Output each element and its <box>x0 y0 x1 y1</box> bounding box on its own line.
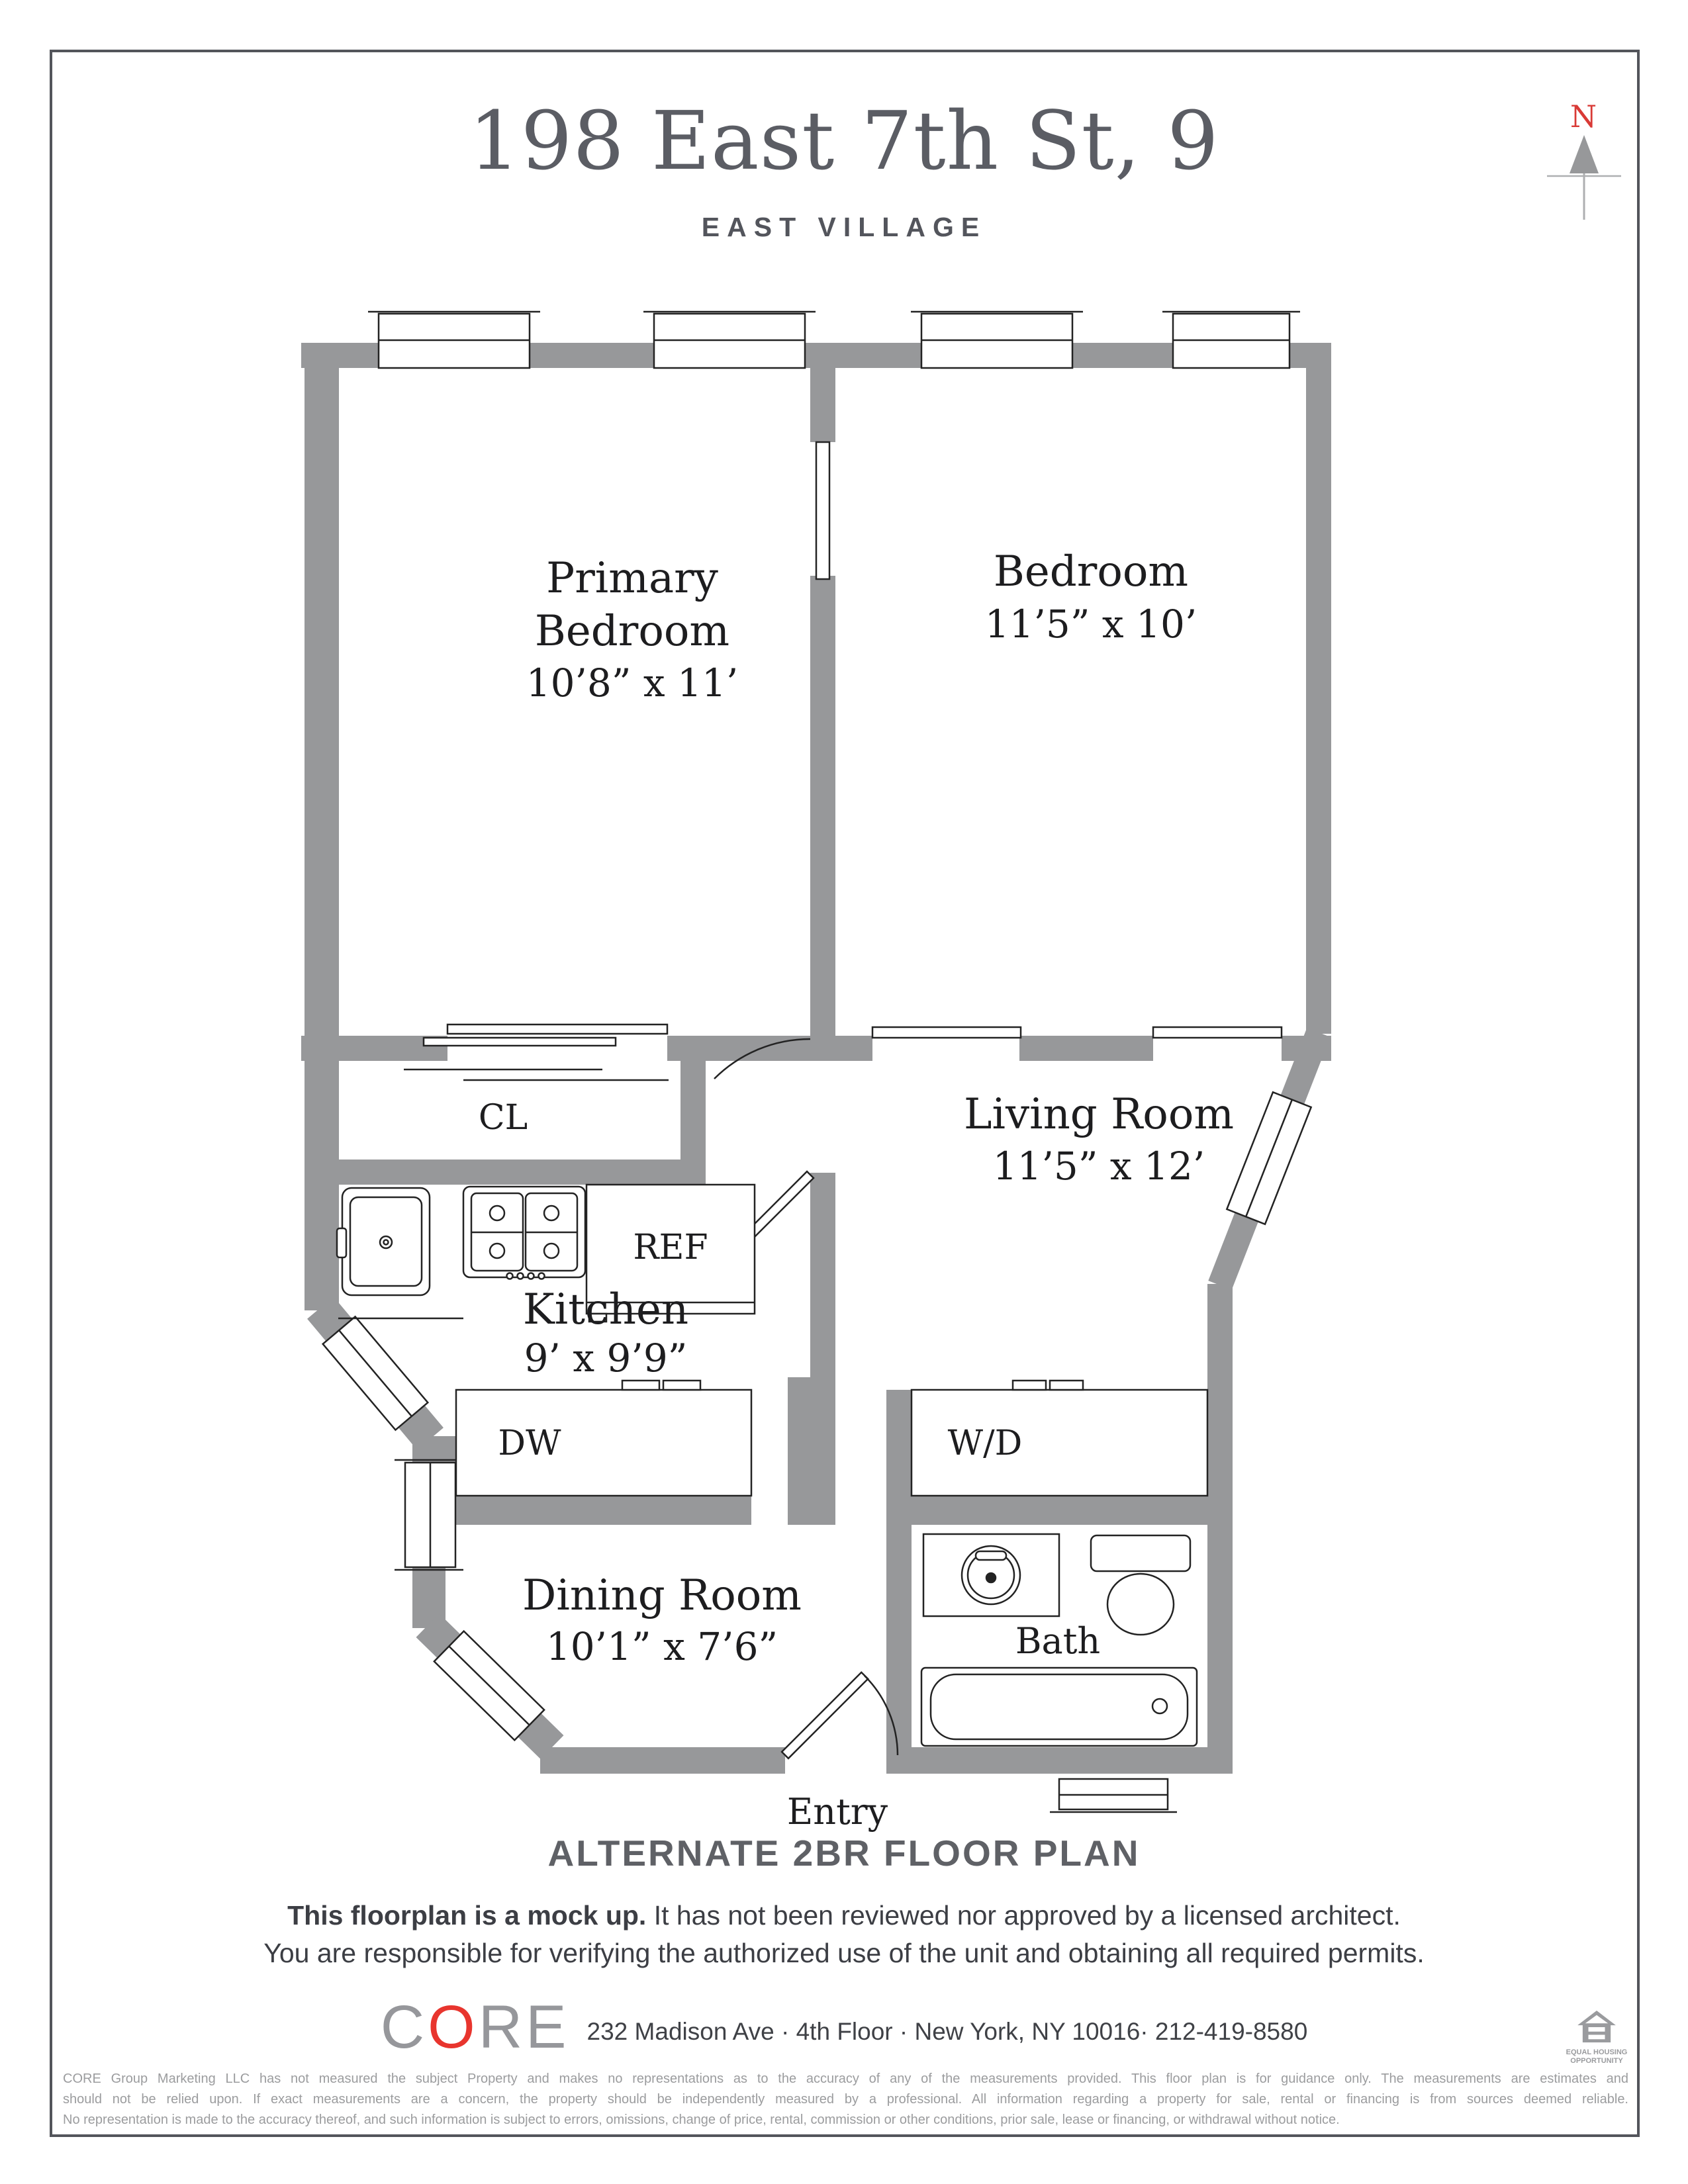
disclaimer-line2: You are responsible for verifying the au… <box>263 1937 1425 1968</box>
core-letters-re: RE <box>478 1993 570 2061</box>
label-kitchen-dims: 9’ x 9’9” <box>524 1336 688 1381</box>
plan-title: ALTERNATE 2BR FLOOR PLAN <box>547 1833 1141 1874</box>
disclaimer: This floorplan is a mock up. It has not … <box>0 1897 1688 1972</box>
label-dw: DW <box>498 1424 561 1463</box>
toilet-icon <box>1090 1534 1192 1636</box>
window-icon <box>368 310 540 369</box>
kitchen-sink-icon <box>336 1187 431 1297</box>
wall-block-dw-right <box>788 1377 835 1525</box>
neighborhood-label: EAST VILLAGE <box>701 212 987 242</box>
window-icon <box>321 1315 430 1432</box>
label-wd: W/D <box>948 1424 1023 1463</box>
label-primary-bedroom: Primary <box>546 554 718 603</box>
equal-housing-house-icon <box>1577 2011 1616 2043</box>
equal-housing-line2: OPPORTUNITY <box>1570 2056 1623 2065</box>
window-icon <box>1225 1091 1313 1226</box>
equal-housing-text: EQUAL HOUSING OPPORTUNITY <box>1557 2048 1636 2065</box>
north-arrow: N <box>1547 99 1621 220</box>
door-leaf <box>422 1036 617 1047</box>
label-dining-room-dims: 10’1” x 7’6” <box>546 1624 778 1669</box>
brand-address: 232 Madison Ave · 4th Floor · New York, … <box>586 2017 1308 2045</box>
bathroom-sink-icon <box>922 1533 1060 1617</box>
label-ref: REF <box>633 1228 708 1267</box>
label-kitchen: Kitchen <box>523 1285 688 1334</box>
label-primary-bedroom-dims: 10’8” x 11’ <box>526 660 739 705</box>
core-letter-c: C <box>380 1993 428 2061</box>
label-dining-room: Dining Room <box>522 1571 802 1620</box>
window-icon <box>911 310 1083 369</box>
disclaimer-line1: This floorplan is a mock up. It has not … <box>0 1897 1688 1934</box>
door-leaf <box>871 1026 1022 1039</box>
legal-fine-print: CORE Group Marketing LLC has not measure… <box>63 2069 1628 2130</box>
window-icon <box>643 310 816 369</box>
page-title: 198 East 7th St, 9 <box>469 94 1219 188</box>
window-icon <box>395 1459 463 1571</box>
north-label: N <box>1570 99 1597 134</box>
label-living-room: Living Room <box>964 1090 1234 1139</box>
bathtub-icon <box>920 1666 1198 1747</box>
equal-housing-line1: EQUAL HOUSING <box>1566 2048 1628 2056</box>
kitchen-fixtures <box>336 1183 1209 1497</box>
brand-row: CORE 232 Madison Ave · 4th Floor · New Y… <box>0 1997 1688 2058</box>
label-bedroom: Bedroom <box>994 547 1188 596</box>
windows <box>321 310 1313 1813</box>
label-living-room-dims: 11’5” x 12’ <box>993 1144 1205 1189</box>
door-leaf <box>815 441 831 580</box>
door-leaf <box>446 1023 669 1035</box>
label-primary-bedroom-2: Bedroom <box>535 607 729 656</box>
legal-line: No representation is made to the accurac… <box>63 2113 1340 2127</box>
core-letter-o: O <box>428 1993 479 2061</box>
page-border-frame <box>50 50 1640 2137</box>
window-icon <box>1162 310 1300 369</box>
washer-dryer-icon <box>910 1379 1209 1497</box>
label-bath: Bath <box>1015 1620 1100 1662</box>
disclaimer-rest: It has not been reviewed nor approved by… <box>646 1900 1401 1931</box>
legal-line: should not be relied upon. If exact meas… <box>63 2092 1628 2107</box>
label-bedroom-dims: 11’5” x 10’ <box>985 602 1197 647</box>
label-closet: CL <box>479 1098 528 1138</box>
entry-door <box>780 1671 899 1760</box>
window-icon <box>1050 1778 1177 1813</box>
disclaimer-bold: This floorplan is a mock up. <box>287 1900 647 1931</box>
equal-housing-logo: EQUAL HOUSING OPPORTUNITY <box>1557 2011 1636 2065</box>
core-logo: CORE <box>381 1997 570 2058</box>
label-entry: Entry <box>787 1791 888 1833</box>
legal-line: CORE Group Marketing LLC has not measure… <box>63 2071 1628 2086</box>
window-icon <box>433 1629 545 1742</box>
dishwasher-icon <box>455 1379 753 1497</box>
refrigerator-icon <box>585 1183 756 1323</box>
door-leaf <box>1152 1026 1283 1039</box>
bath-fixtures <box>920 1533 1198 1747</box>
stove-icon <box>462 1185 586 1280</box>
